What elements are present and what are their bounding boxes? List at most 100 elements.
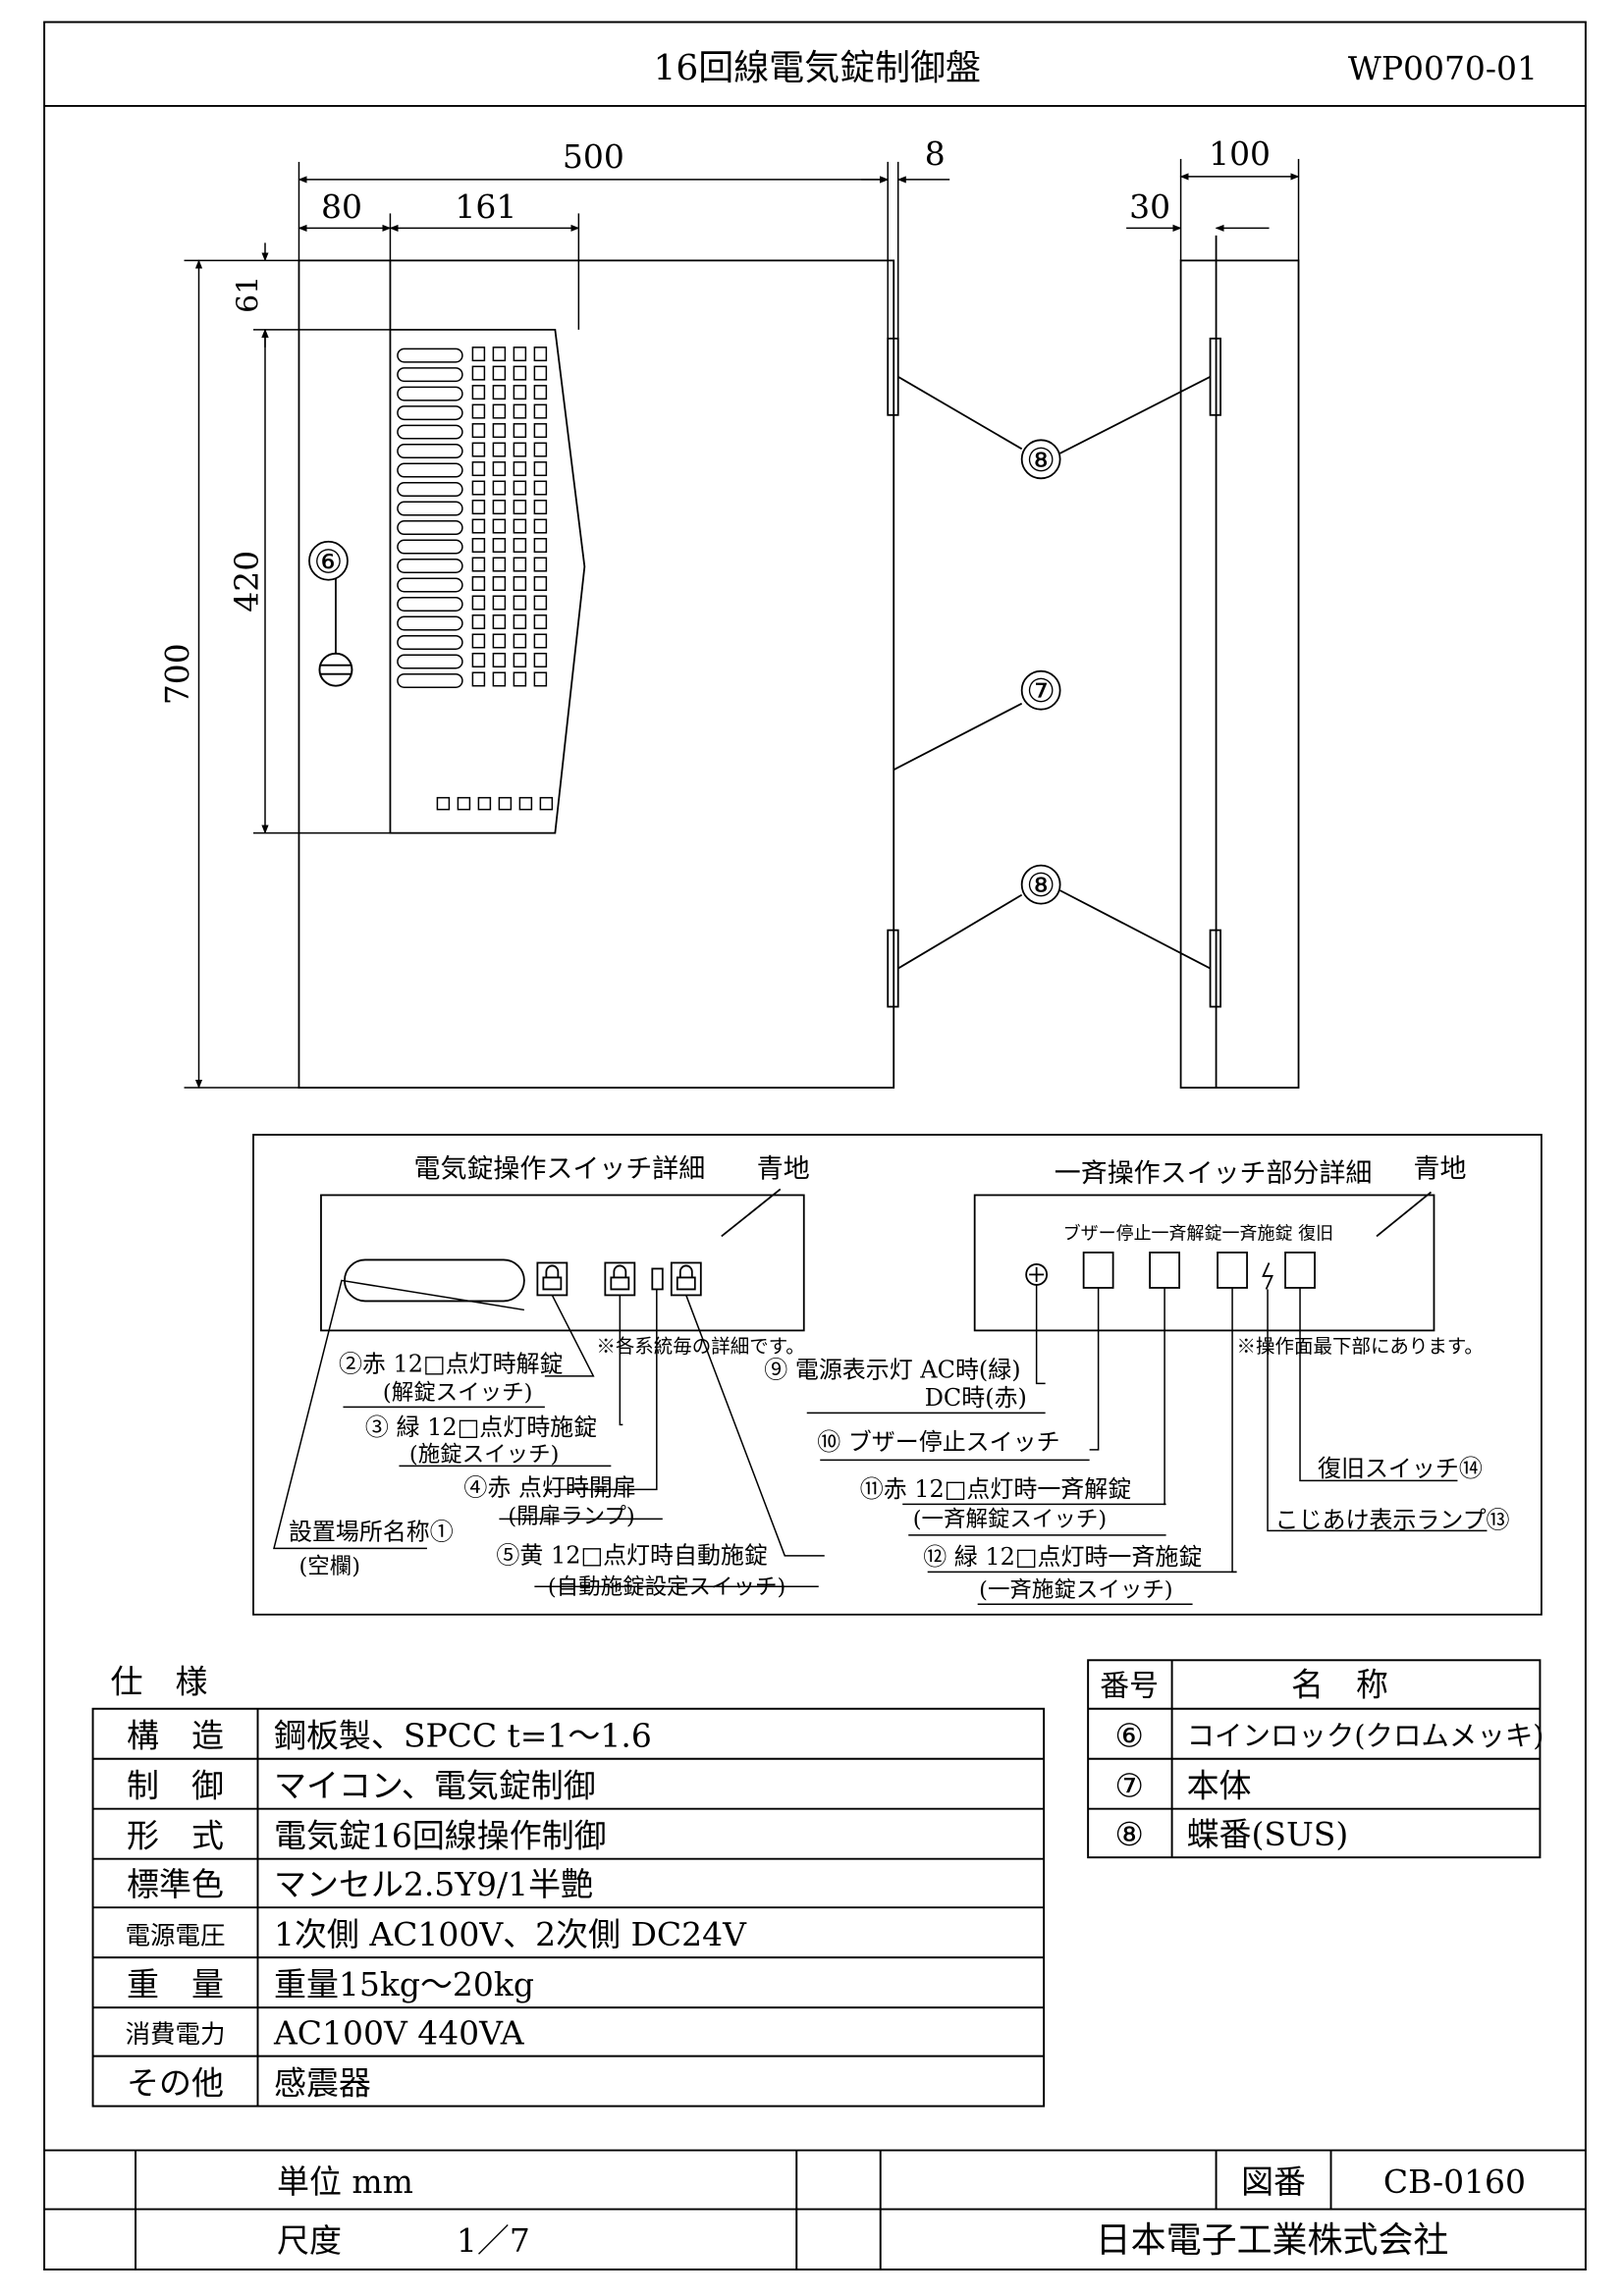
auto-lock-switch	[670, 1261, 702, 1297]
callout-circles	[308, 439, 1061, 905]
dim-side-depth: 100	[1209, 134, 1271, 173]
spec-value-color: マンセル2.5Y9/1半艶	[274, 1865, 593, 1903]
side-view	[1179, 235, 1300, 1089]
drawing-frame	[43, 21, 1587, 2270]
spec-label-other: その他	[127, 2064, 224, 2103]
switch-detail-title: 電気錠操作スイッチ詳細	[414, 1153, 706, 1184]
door-lamp-sub: (開扉ランプ)	[508, 1504, 634, 1529]
spec-label-voltage: 電源電圧	[126, 1922, 226, 1951]
lock-switch	[604, 1261, 636, 1297]
spec-label-control: 制 御	[127, 1767, 224, 1805]
auto-lock-sub: (自動施錠設定スイッチ)	[548, 1575, 785, 1600]
side-hinge-top	[1209, 337, 1221, 416]
hinge-plate-top	[887, 337, 899, 416]
spec-title: 仕 様	[111, 1662, 208, 1700]
side-body-outline	[1179, 259, 1300, 1089]
auto-lock-label: ⑤黄 12□点灯時自動施錠	[496, 1541, 768, 1569]
batch-unlock-sub: (一斉解錠スイッチ)	[913, 1507, 1107, 1532]
batch-note: ※操作面最下部にあります。	[1237, 1335, 1484, 1358]
buzzer-stop-switch	[1082, 1252, 1114, 1289]
parts-table-grid	[1087, 1659, 1542, 1859]
door-lamp	[651, 1267, 664, 1291]
reset-label: 復旧スイッチ⑭	[1318, 1455, 1483, 1482]
batch-detail-leaders	[806, 1284, 1488, 1606]
switch-detail-plate	[320, 1188, 805, 1332]
spec-value-weight: 重量15kg～20kg	[274, 1965, 534, 2003]
door-lamp-label: ④赤 点灯時開扉	[463, 1473, 635, 1501]
reset-switch	[1284, 1252, 1316, 1289]
dim-side-offset: 30	[1129, 187, 1170, 226]
spec-value-other: 感震器	[274, 2064, 371, 2103]
location-sub: (空欄)	[298, 1554, 360, 1579]
callout-hinge-bottom: ⑧	[1026, 866, 1056, 904]
scale-label: 尺度	[277, 2221, 342, 2260]
batch-detail-title: 一斉操作スイッチ部分詳細	[1055, 1158, 1373, 1189]
spec-value-type: 電気錠16回線操作制御	[274, 1817, 607, 1855]
spec-value-structure: 鋼板製、SPCC t=1～1.6	[274, 1717, 652, 1755]
spec-value-power: AC100V 440VA	[273, 2014, 525, 2053]
unlock-sub: (解錠スイッチ)	[383, 1380, 532, 1406]
dim-top-margin: 61	[231, 276, 265, 313]
batch-lock-sub: (一斉施錠スイッチ)	[979, 1577, 1172, 1603]
switch-detail-note: ※各系統毎の詳細です。	[596, 1335, 804, 1358]
unlock-switch	[536, 1261, 568, 1297]
drawing-no: CB-0160	[1383, 2163, 1526, 2201]
scale-value: 1／7	[457, 2221, 530, 2260]
spec-label-color: 標準色	[127, 1865, 224, 1903]
batch-lock-label: ⑫ 緑 12□点灯時一斉施錠	[923, 1543, 1202, 1571]
batch-detail-plate	[973, 1191, 1435, 1332]
spec-value-voltage: 1次側 AC100V、2次側 DC24V	[274, 1915, 747, 1953]
company-name: 日本電子工業株式会社	[1096, 2220, 1449, 2261]
dimension-lines	[184, 158, 1300, 1089]
parts-header-no: 番号	[1100, 1669, 1159, 1703]
batch-lock-switch	[1217, 1252, 1248, 1289]
drawing-no-label: 図番	[1241, 2163, 1306, 2201]
dim-depth-door: 8	[925, 134, 946, 173]
switch-detail-leaders	[273, 1279, 825, 1588]
title-block-grid	[44, 2149, 1586, 2270]
switch-detail-bg-label: 青地	[757, 1153, 810, 1184]
drawing-title: 16回線電気錠制御盤	[653, 48, 981, 88]
dim-left-margin: 80	[321, 187, 362, 226]
cabinet-body-outline	[298, 259, 895, 1089]
batch-unlock-label: ⑪赤 12□点灯時一斉解錠	[860, 1475, 1132, 1503]
tamper-lamp-label: こじあけ表示ランプ⑬	[1275, 1506, 1510, 1533]
buzzer-stop-label: ⑩ ブザー停止スイッチ	[817, 1428, 1059, 1456]
callout-coin-lock: ⑥	[314, 542, 344, 580]
lock-label: ③ 緑 12□点灯時施錠	[365, 1414, 597, 1441]
callout-body: ⑦	[1026, 671, 1056, 710]
switch-grid	[471, 347, 548, 687]
spec-label-power: 消費電力	[126, 2020, 226, 2050]
parts-name-8: 蝶番(SUS)	[1187, 1815, 1349, 1853]
lock-sub: (施錠スイッチ)	[409, 1442, 559, 1468]
unlock-label: ②赤 12□点灯時解錠	[339, 1350, 564, 1377]
parts-no-6: ⑥	[1114, 1717, 1144, 1755]
power-lamp-sub: DC時(赤)	[925, 1384, 1027, 1412]
parts-name-7: 本体	[1187, 1767, 1252, 1805]
spec-label-weight: 重 量	[127, 1965, 224, 2003]
spec-label-type: 形 式	[127, 1817, 224, 1855]
callout-hinge-top: ⑧	[1026, 441, 1056, 479]
side-hinge-bottom	[1209, 929, 1221, 1008]
operation-panel	[389, 328, 586, 834]
spec-label-structure: 構 造	[127, 1717, 224, 1755]
batch-header: ブザー停止一斉解錠一斉施錠 復旧	[1063, 1222, 1333, 1244]
drawing-code: WP0070-01	[1348, 49, 1538, 87]
unit-label: 単位 mm	[277, 2163, 413, 2201]
parts-no-7: ⑦	[1114, 1767, 1144, 1805]
parts-name-6: コインロック(クロムメッキ)	[1187, 1720, 1544, 1752]
dim-width-total: 500	[563, 137, 624, 176]
detail-frame	[252, 1134, 1543, 1616]
dim-height-total: 700	[158, 643, 196, 705]
callout-leaders	[335, 376, 1211, 970]
batch-unlock-switch	[1149, 1252, 1180, 1289]
spec-value-control: マイコン、電気錠制御	[274, 1767, 596, 1805]
front-view	[298, 259, 899, 1089]
dim-panel-width: 161	[455, 187, 516, 226]
dim-panel-height: 420	[227, 551, 265, 613]
batch-switch-row	[436, 796, 554, 811]
spec-table-grid	[91, 1707, 1046, 2108]
location-label: 設置場所名称①	[289, 1518, 454, 1545]
parts-no-8: ⑧	[1114, 1815, 1144, 1853]
